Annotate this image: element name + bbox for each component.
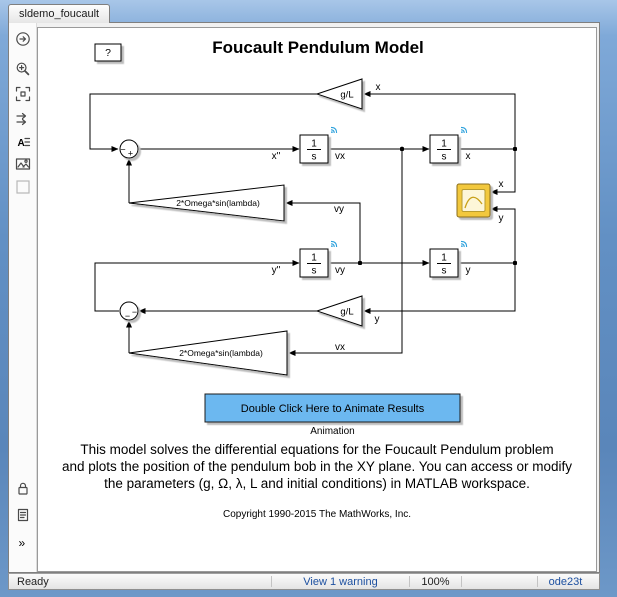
more-tools-icon[interactable]: »	[15, 535, 31, 551]
gain-coriolis-y-label: 2*Omega*sin(lambda)	[179, 348, 263, 358]
annotation-icon[interactable]: A	[15, 134, 31, 150]
gain-gl-top-label: g/L	[340, 90, 353, 101]
image-icon[interactable]	[15, 156, 31, 172]
integrator-numerator: 1	[441, 253, 447, 264]
label-ydd: y''	[272, 265, 281, 276]
label-vx-branch: vx	[335, 342, 345, 353]
signal-logging-icon	[330, 126, 338, 134]
label-xdd: x''	[272, 151, 281, 162]
label-x-scope: x	[499, 179, 504, 190]
status-bar: Ready View 1 warning 100% ode23t	[8, 573, 600, 590]
label-x-feedback: x	[376, 82, 381, 93]
label-vy: vy	[335, 265, 345, 276]
xy-graph-trace	[464, 196, 483, 209]
signal-labels: x'' vx x x x y'' vy y y y vy vx	[272, 82, 504, 353]
gain-gl-bottom-block[interactable]: g/L	[315, 295, 363, 327]
label-y-scope: y	[499, 213, 504, 224]
integrator-y-block[interactable]: 1 s	[429, 240, 468, 278]
label-vx: vx	[335, 151, 345, 162]
label-x: x	[466, 151, 471, 162]
diagram-title: Foucault Pendulum Model	[212, 38, 424, 57]
integrator-denominator: s	[312, 266, 317, 277]
navigate-forward-icon[interactable]	[15, 31, 31, 47]
zoom-in-icon[interactable]	[15, 61, 31, 77]
signal-logging-icon	[460, 240, 468, 248]
animate-button-caption: Animation	[310, 426, 354, 437]
integrator-vy-block[interactable]: 1 s	[299, 240, 338, 278]
view-warning-link[interactable]: View 1 warning	[303, 576, 378, 588]
xy-graph-screen	[461, 189, 486, 212]
description-line-2: and plots the position of the pendulum b…	[62, 459, 572, 474]
statusbar-divider	[409, 576, 410, 587]
gain-gl-top-block[interactable]: g/L	[315, 78, 363, 110]
palette-toolbar: A »	[9, 23, 37, 572]
gain-coriolis-x-label: 2*Omega*sin(lambda)	[176, 198, 260, 208]
statusbar-divider	[537, 576, 538, 587]
model-canvas[interactable]: Foucault Pendulum Model ?	[37, 27, 597, 572]
editor-window: A »	[8, 22, 600, 573]
sum-y-sign-bottom: −	[125, 311, 130, 321]
gain-coriolis-y-block[interactable]: 2*Omega*sin(lambda)	[128, 330, 288, 376]
gain-coriolis-x-block[interactable]: 2*Omega*sin(lambda)	[128, 184, 285, 222]
fit-to-view-icon[interactable]	[15, 86, 31, 102]
integrator-numerator: 1	[311, 253, 317, 264]
integrator-numerator: 1	[441, 139, 447, 150]
statusbar-divider	[271, 576, 272, 587]
copyright-text: Copyright 1990-2015 The MathWorks, Inc.	[223, 509, 411, 520]
update-diagram-icon[interactable]	[15, 111, 31, 127]
description-line-1: This model solves the differential equat…	[80, 442, 553, 457]
model-tab[interactable]: sldemo_foucault	[8, 4, 111, 23]
integrator-denominator: s	[442, 266, 447, 277]
model-tab-label: sldemo_foucault	[19, 8, 100, 20]
zoom-level: 100%	[421, 576, 450, 588]
sum-y-block[interactable]: − −	[119, 301, 139, 321]
lock-icon[interactable]	[15, 480, 31, 496]
area-box-icon[interactable]	[15, 179, 31, 195]
sum-y-sign-right: −	[132, 307, 137, 317]
sum-x-sign-left: −	[120, 145, 125, 155]
integrator-x-block[interactable]: 1 s	[429, 126, 468, 164]
integrator-denominator: s	[312, 152, 317, 163]
status-ready: Ready	[17, 576, 49, 588]
signal-logging-icon	[330, 240, 338, 248]
integrator-vx-block[interactable]: 1 s	[299, 126, 338, 164]
label-vy-branch: vy	[334, 204, 344, 215]
model-data-icon[interactable]	[15, 507, 31, 523]
integrator-numerator: 1	[311, 139, 317, 150]
description-line-3: the parameters (g, Ω, λ, L and initial c…	[104, 476, 530, 491]
annotation-glyph: A	[18, 138, 25, 149]
more-tools-glyph: »	[19, 536, 26, 550]
signal-wires	[89, 91, 518, 356]
integrator-denominator: s	[442, 152, 447, 163]
label-y: y	[466, 265, 471, 276]
sum-x-sign-bottom: +	[128, 149, 133, 159]
statusbar-divider	[461, 576, 462, 587]
xy-graph-block[interactable]	[456, 183, 491, 218]
label-y-feedback: y	[375, 314, 380, 325]
help-block-label: ?	[105, 47, 111, 59]
signal-logging-icon	[460, 126, 468, 134]
model-description: This model solves the differential equat…	[62, 442, 572, 491]
gain-gl-bottom-label: g/L	[340, 307, 353, 318]
animate-button-label: Double Click Here to Animate Results	[241, 403, 425, 415]
sum-x-block[interactable]: − +	[119, 139, 139, 159]
solver-link[interactable]: ode23t	[548, 576, 583, 588]
animate-button[interactable]: Double Click Here to Animate Results	[204, 393, 461, 423]
help-block[interactable]: ?	[94, 43, 122, 62]
